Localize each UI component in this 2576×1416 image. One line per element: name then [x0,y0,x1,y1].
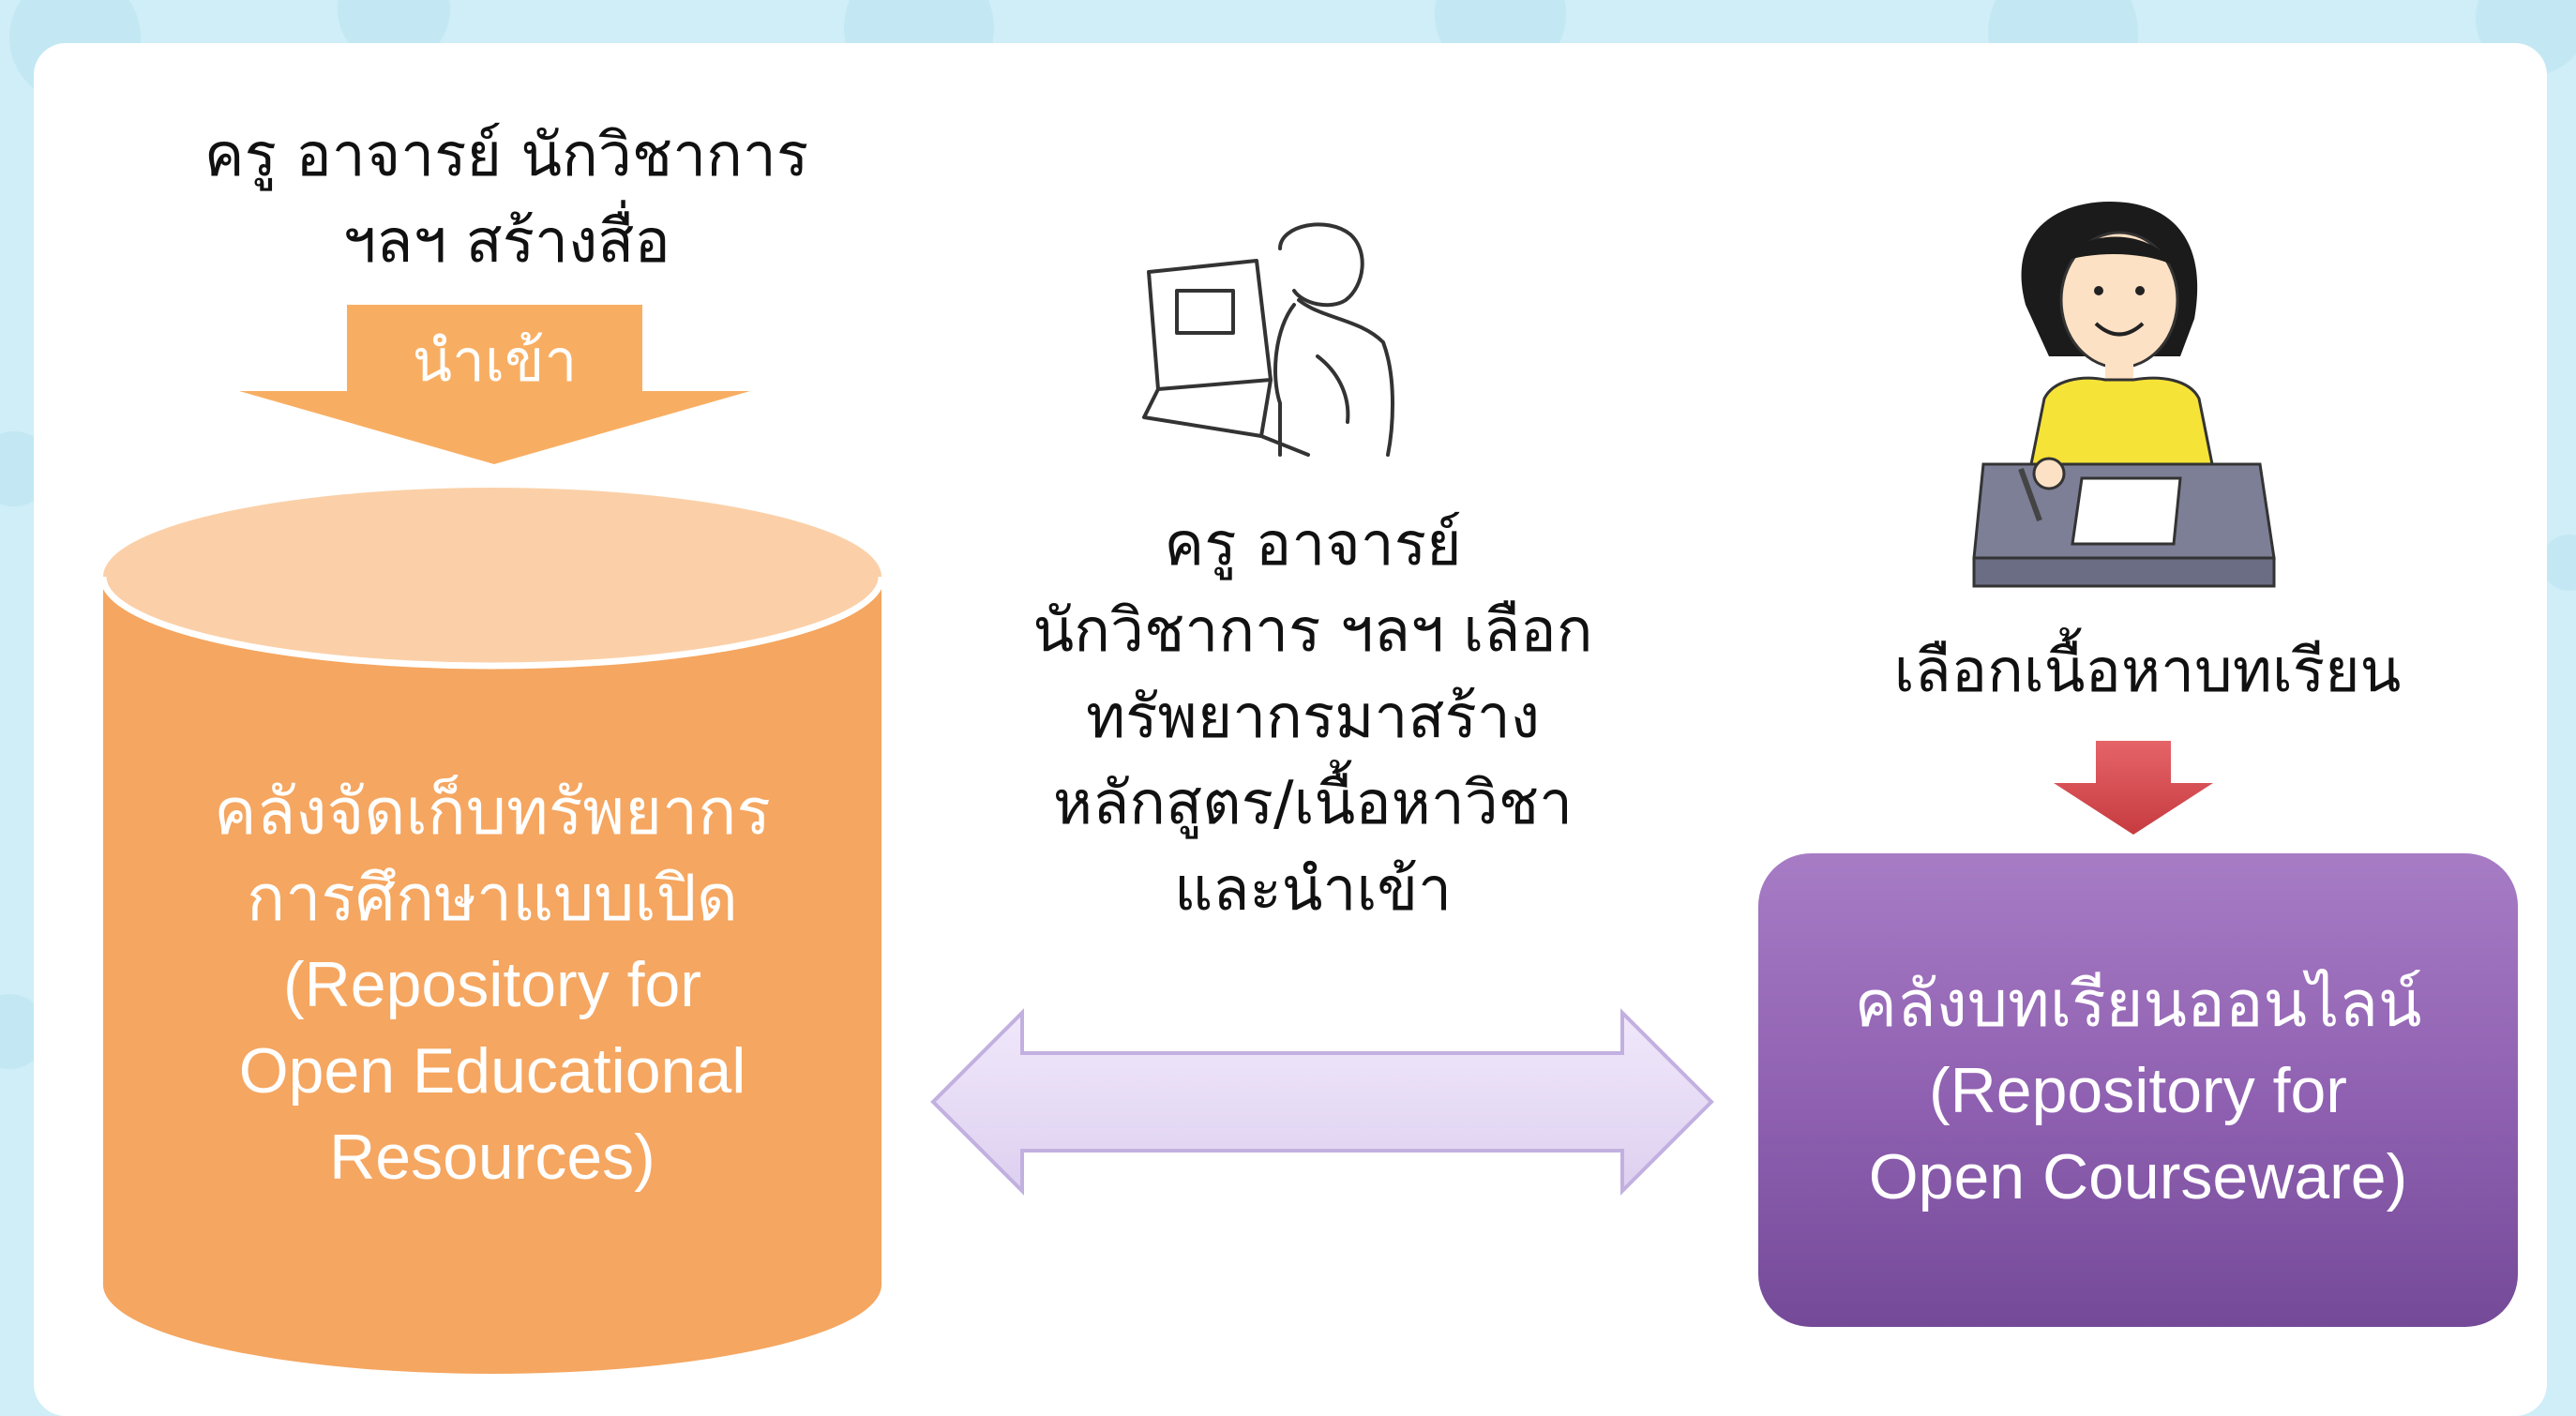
exchange-double-arrow [930,1008,1714,1196]
creators-text: ครู อาจารย์ นักวิชาการ ฯลฯ สร้างสื่อ [203,121,809,277]
oer-repository-cylinder [103,488,881,1374]
select-lesson-text: เลือกเนื้อหาบทเรียน [1893,637,2402,706]
import-arrow [239,305,750,464]
teacher-at-laptop-icon [1142,222,1394,457]
import-arrow-label: นำเข้า [412,326,578,395]
ocw-repository-label: คลังบทเรียนออนไลน์ (Repository for Open … [1854,969,2422,1213]
down-arrow [2054,741,2213,835]
oer-repository-label: คลังจัดเก็บทรัพยากร การศึกษาแบบเปิด (Rep… [214,776,771,1193]
teacher-select-import-text: ครู อาจารย์ นักวิชาการ ฯลฯ เลือก ทรัพยาก… [1032,510,1593,925]
student-at-desk-icon [1972,202,2276,588]
ocw-repository-box [1758,853,2518,1327]
